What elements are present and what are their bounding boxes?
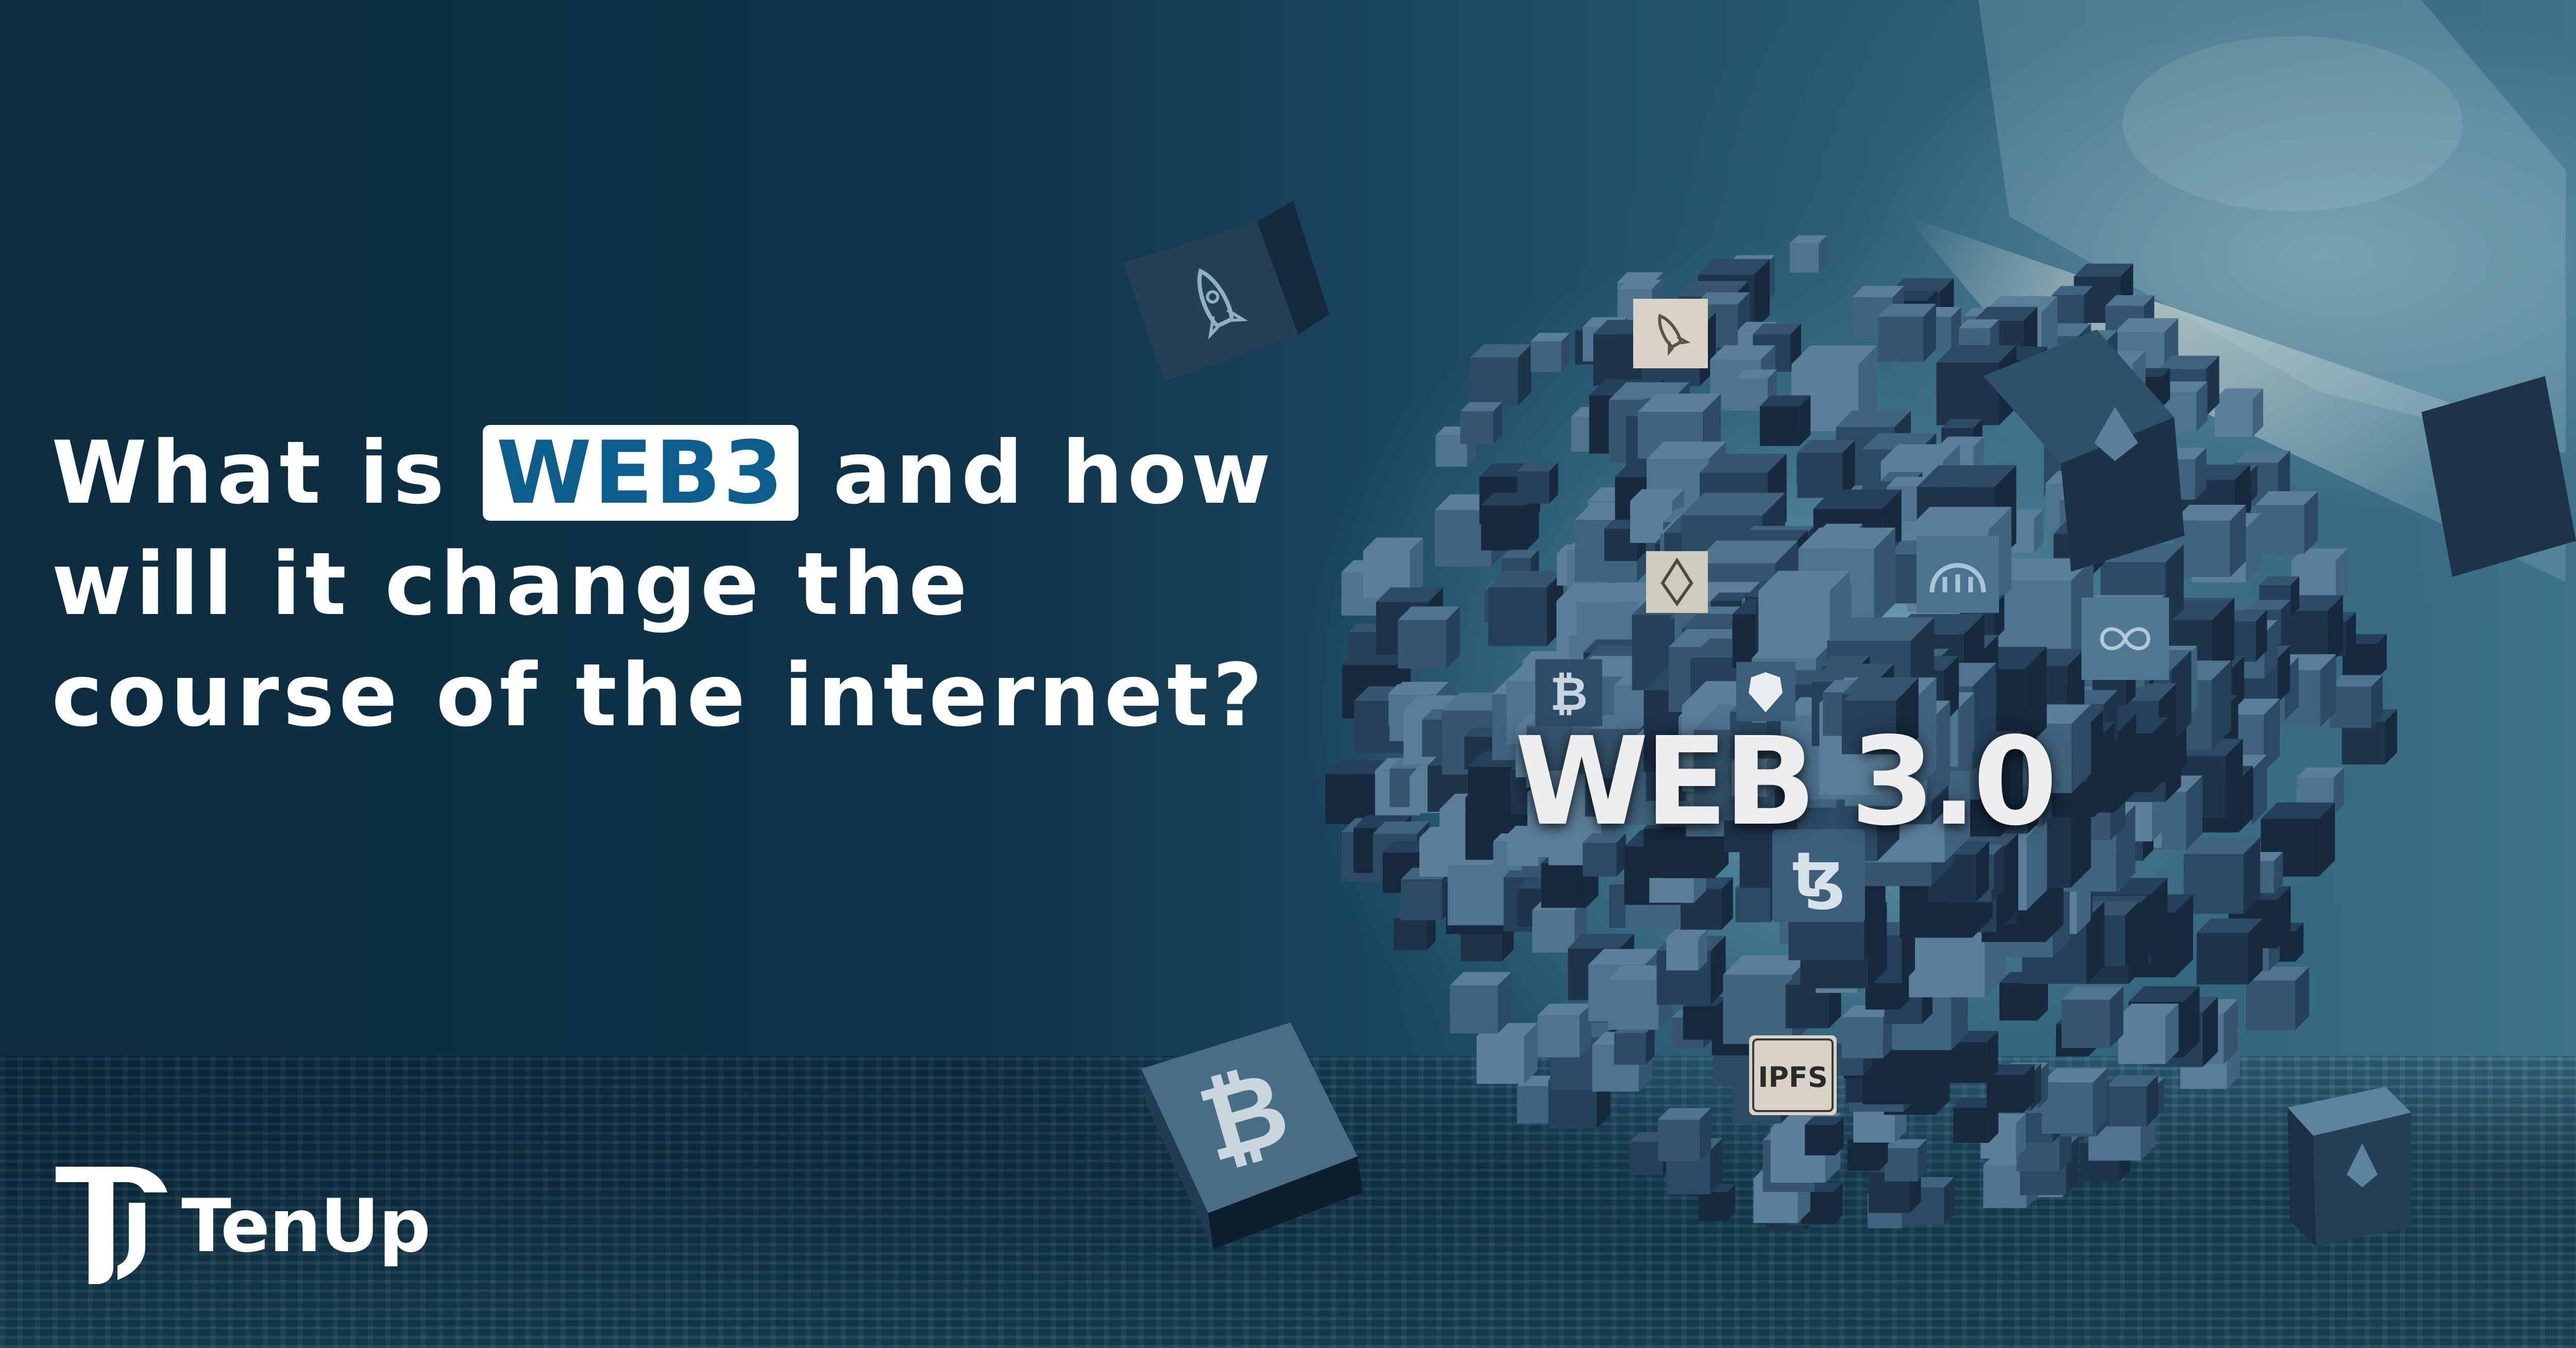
ipfs-tile: IPFS <box>1749 1035 1837 1115</box>
cube-block <box>2196 918 2263 985</box>
cube-block <box>1987 1064 2035 1113</box>
cube-block <box>1732 752 1777 797</box>
cube-block <box>2183 837 2261 914</box>
headline-tail: and how <box>833 422 1275 523</box>
web3-highlight: WEB3 <box>483 425 799 521</box>
cube-block <box>1614 1024 1655 1065</box>
top-rocket-tile <box>1633 299 1708 368</box>
headline-line-1: What is WEB3 and how <box>52 417 1271 528</box>
cube-block <box>1582 833 1626 877</box>
cube-block <box>1460 402 1503 445</box>
tezos-tile: ꜩ <box>1772 829 1865 922</box>
ethereum-icon <box>2347 1144 2378 1187</box>
cube-block <box>1450 972 1512 1034</box>
cube-block <box>2173 504 2246 577</box>
cube-block <box>2052 286 2093 328</box>
cube-block <box>1398 606 1460 669</box>
cube-block <box>1805 1116 1844 1155</box>
kraken-tile <box>1917 536 1999 613</box>
ipfs-tile-label: IPFS <box>1758 1061 1827 1094</box>
cube-block <box>2255 491 2318 554</box>
ethereum-cube <box>2287 1087 2411 1247</box>
cube-block <box>2042 1068 2108 1134</box>
bitcoin-icon: ₿ <box>1550 667 1587 721</box>
bitcoin-small-tile: ₿ <box>1535 659 1602 726</box>
cube-block <box>1946 1031 1998 1083</box>
cube-block <box>2330 675 2383 728</box>
far-right-cube <box>2421 376 2576 577</box>
cube-block <box>1878 303 1936 362</box>
tezos-symbol: ꜩ <box>1792 840 1845 911</box>
cube-block <box>1759 395 1811 446</box>
headline-line-3: course of the internet? <box>52 645 1267 746</box>
brand-name: TenUp <box>181 1184 431 1269</box>
rocket-icon <box>1658 314 1691 356</box>
kraken-icon <box>1929 563 1986 593</box>
eos-icon <box>1660 557 1693 607</box>
infinity-tile <box>2081 598 2169 680</box>
cube-block <box>1488 571 1564 646</box>
cube-block <box>2118 1003 2179 1064</box>
infinity-icon <box>2100 627 2150 651</box>
cube-block <box>1517 462 1558 504</box>
web3-center-label: WEB 3.0 <box>1515 711 2058 852</box>
eos-tile <box>1646 551 1708 613</box>
cube-block <box>1789 235 1827 273</box>
cube-block <box>2342 634 2387 678</box>
cube-block <box>1884 1139 1927 1182</box>
rocket-tile <box>1123 201 1329 381</box>
cube-block <box>1844 686 1911 753</box>
tenup-logo-icon <box>56 1167 167 1284</box>
headline-lead: What is <box>52 422 449 523</box>
cube-block <box>1470 344 1532 405</box>
cube-block <box>1666 929 1707 970</box>
cube-block <box>2214 388 2263 437</box>
headline-line-2: will it change the <box>52 534 972 635</box>
bitcoin-tile: ₿ <box>1141 1022 1363 1249</box>
cube-block <box>1476 1023 1538 1084</box>
headline: What is WEB3 and how will it change the … <box>52 417 1271 751</box>
rocket-icon <box>1197 268 1248 340</box>
cube-block <box>2106 1075 2158 1127</box>
top-right-cube <box>1984 330 2184 572</box>
cube-block <box>1531 333 1570 372</box>
cube-block <box>2261 802 2335 877</box>
cube-block <box>1797 440 1855 498</box>
brave-tile <box>1736 662 1795 721</box>
cube-block <box>1537 1003 1591 1057</box>
cube-block <box>1657 1108 1711 1162</box>
floating-cubes <box>1325 235 2397 1231</box>
brave-lion-icon <box>1749 672 1783 712</box>
cube-block <box>2061 986 2124 1048</box>
